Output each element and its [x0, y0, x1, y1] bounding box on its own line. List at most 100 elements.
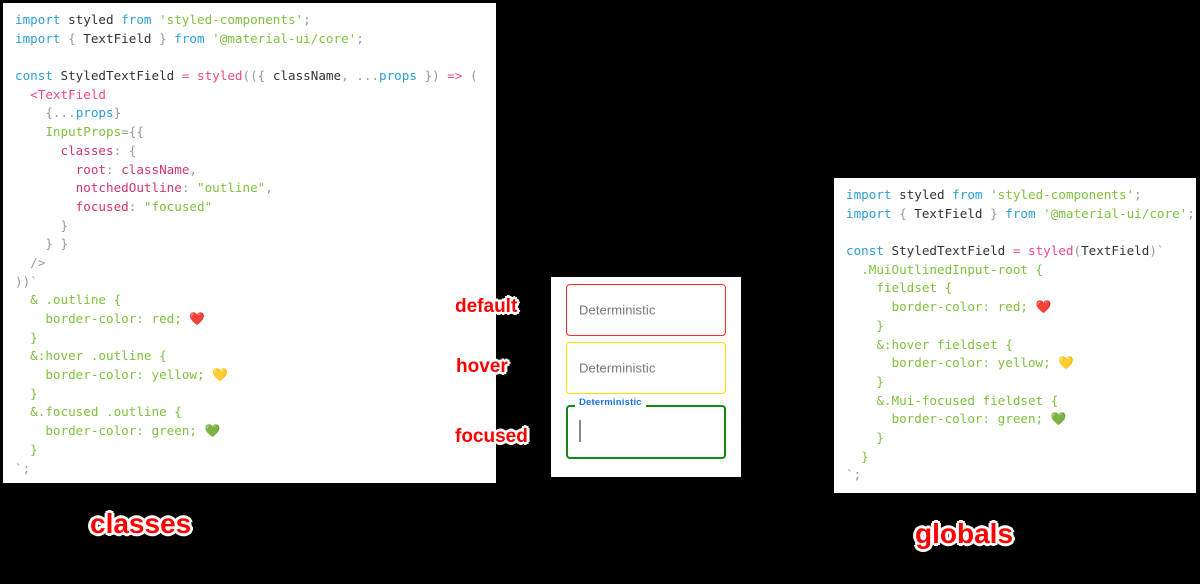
- textfield-focused[interactable]: Deterministic: [566, 397, 726, 459]
- code-token: fieldset {: [876, 280, 953, 296]
- code-token: "focused": [143, 198, 213, 214]
- code-panel-classes: import styled from 'styled-components';i…: [3, 3, 496, 483]
- code-line: &:hover .outline {: [15, 347, 486, 366]
- code-token: &.focused .outline {: [30, 404, 182, 420]
- code-token: styled: [68, 12, 114, 27]
- code-token: styled: [899, 187, 945, 202]
- code-token: ;: [1187, 205, 1195, 221]
- code-token: ,: [341, 68, 357, 84]
- code-line: border-color: yellow; 💛: [15, 366, 486, 385]
- code-token: [15, 87, 30, 102]
- code-token: from: [166, 30, 213, 46]
- code-panel-globals: import styled from 'styled-components';i…: [834, 178, 1196, 493]
- code-token: `;: [846, 467, 862, 483]
- code-line: fieldset {: [846, 279, 1186, 298]
- code-token: ,: [189, 161, 198, 177]
- code-token: [15, 292, 30, 307]
- code-token: }: [15, 385, 38, 401]
- code-token: &.Mui-focused fieldset {: [876, 392, 1059, 408]
- code-token: [15, 199, 76, 214]
- annotation-hover: hover: [456, 356, 508, 377]
- code-token: 💚: [197, 423, 221, 439]
- textfield-default[interactable]: Deterministic: [566, 284, 726, 336]
- code-token: [15, 423, 45, 438]
- code-token: TextField: [914, 205, 983, 221]
- code-token: InputProps: [45, 124, 122, 140]
- code-token: className: [121, 161, 190, 177]
- textfield-focused-floating-label: Deterministic: [575, 397, 646, 409]
- code-token: "outline": [197, 180, 266, 196]
- code-token: [846, 355, 892, 370]
- code-line: import styled from 'styled-components';: [15, 11, 486, 30]
- code-token: .MuiOutlinedInput-root {: [861, 261, 1044, 277]
- code-token: styled: [1027, 243, 1074, 259]
- code-token: border-color: red;: [45, 311, 182, 326]
- code-token: StyledTextField: [60, 68, 175, 84]
- code-token: [846, 337, 876, 352]
- code-token: } }: [15, 236, 69, 252]
- code-token: border-color: green;: [45, 423, 197, 439]
- code-line: `;: [15, 460, 486, 479]
- code-token: `;: [15, 460, 31, 476]
- code-token: &:hover .outline {: [30, 348, 167, 364]
- code-line: {...props}: [15, 104, 486, 123]
- code-line: & .outline {: [15, 291, 486, 310]
- code-token: TextField: [83, 30, 152, 46]
- code-token: }: [846, 317, 884, 333]
- code-token: border-color: green;: [891, 411, 1044, 427]
- code-token: 'styled-components': [159, 12, 304, 27]
- code-line: }: [15, 385, 486, 404]
- code-token: notchedOutline: [75, 180, 182, 196]
- code-token: [15, 105, 45, 120]
- code-token: :: [128, 198, 144, 214]
- code-line: [15, 48, 486, 67]
- code-token: styled: [196, 68, 243, 84]
- code-token: [15, 162, 76, 177]
- code-token: {: [899, 205, 915, 221]
- code-token: import: [15, 30, 69, 46]
- code-token: &:hover fieldset {: [876, 336, 1013, 352]
- textfield-hover[interactable]: Deterministic: [566, 342, 726, 394]
- code-token: [846, 299, 892, 314]
- code-token: }: [151, 30, 167, 46]
- code-token: =: [174, 68, 197, 84]
- code-line: border-color: green; 💚: [15, 422, 486, 441]
- code-token: border-color: yellow;: [891, 355, 1051, 371]
- code-token: from: [944, 187, 991, 202]
- code-token: [15, 143, 61, 158]
- code-token: )`: [1149, 243, 1165, 259]
- code-line: import styled from 'styled-components';: [846, 186, 1186, 205]
- code-token: [15, 124, 45, 139]
- code-token: : {: [113, 142, 137, 158]
- code-token: 💛: [1050, 355, 1074, 371]
- code-token: ;: [1134, 187, 1142, 202]
- code-line: } }: [15, 235, 486, 254]
- code-token: [15, 180, 76, 195]
- code-token: const: [15, 68, 61, 84]
- textfield-default-label: Deterministic: [579, 302, 656, 318]
- code-token: [15, 311, 45, 326]
- code-line: border-color: red; ❤️: [15, 310, 486, 329]
- code-line: import { TextField } from '@material-ui/…: [846, 205, 1195, 224]
- textfield-hover-outline: [566, 342, 726, 394]
- code-token: from: [113, 12, 160, 27]
- code-line: }: [15, 217, 486, 236]
- code-token: [846, 393, 876, 408]
- code-token: }: [15, 329, 38, 345]
- code-token: classes: [60, 142, 114, 158]
- code-token: TextField: [1081, 243, 1150, 259]
- code-token: [15, 367, 45, 382]
- annotation-default: default: [455, 296, 518, 317]
- code-token: {: [68, 30, 84, 46]
- code-token: {...: [45, 105, 76, 121]
- code-line: }: [846, 373, 1186, 392]
- code-line: const StyledTextField = styled(({ classN…: [15, 67, 486, 86]
- code-token: [846, 262, 861, 277]
- code-token: (: [1073, 243, 1082, 259]
- code-token: }): [416, 68, 448, 84]
- code-token: (: [470, 68, 478, 84]
- title-globals: globals: [915, 518, 1014, 549]
- code-line: import { TextField } from '@material-ui/…: [15, 30, 486, 49]
- code-token: }: [982, 205, 998, 221]
